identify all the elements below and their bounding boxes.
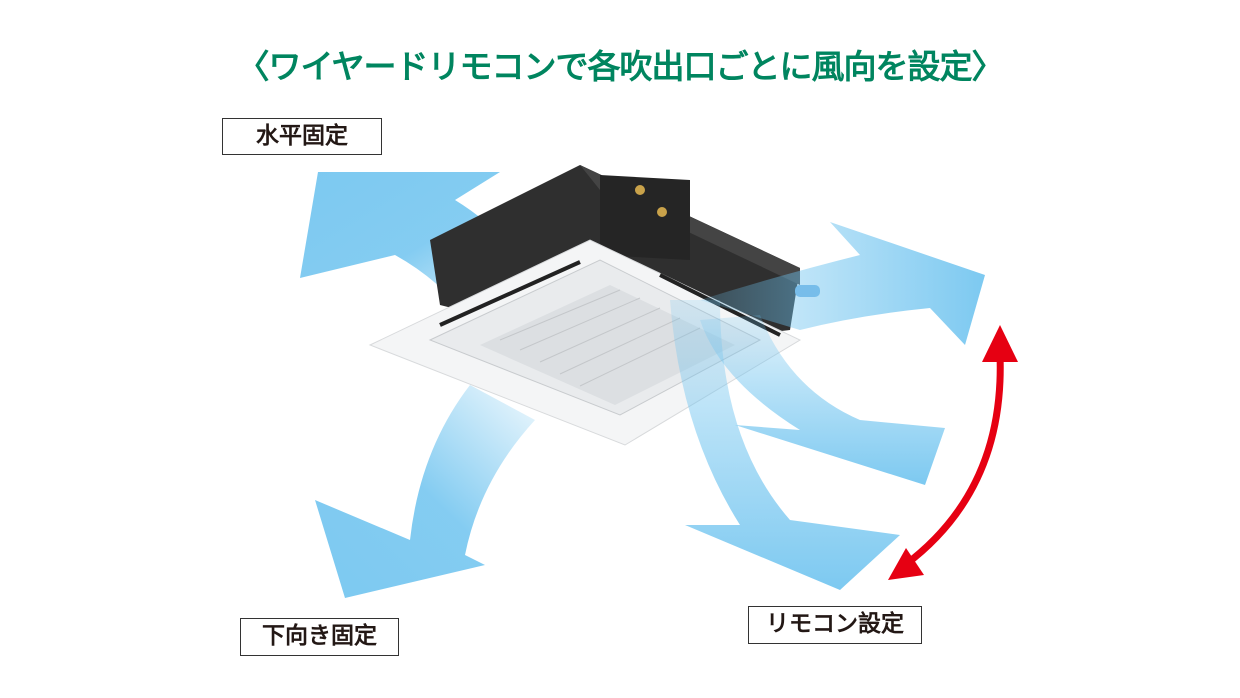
label-downward-fixed: 下向き固定 bbox=[240, 618, 399, 656]
airflow-arrow-downward-left bbox=[315, 385, 535, 598]
label-remote-setting: リモコン設定 bbox=[748, 606, 922, 644]
label-horizontal-fixed: 水平固定 bbox=[222, 118, 382, 155]
airflow-arrow-down-right bbox=[670, 300, 900, 590]
airflow-arrow-right-middle bbox=[700, 315, 945, 485]
page-title: 〈ワイヤードリモコンで各吹出口ごとに風向を設定〉 bbox=[236, 47, 1004, 86]
swing-range-arrow bbox=[888, 325, 1018, 580]
airflow-arrow-right-upper bbox=[700, 222, 985, 345]
